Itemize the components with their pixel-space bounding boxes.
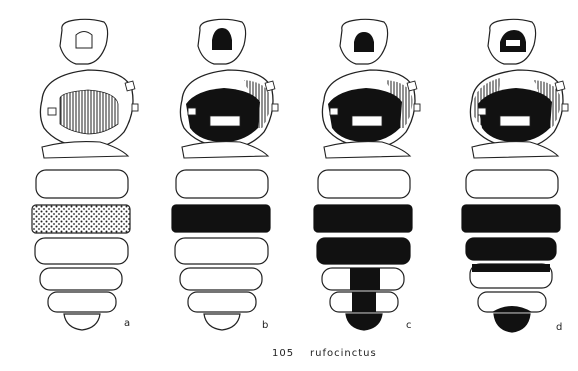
tergite-3 <box>175 238 268 264</box>
panel-c: c <box>314 19 420 331</box>
tergite-3-dark <box>466 238 556 260</box>
thorax-dark <box>478 88 552 142</box>
tergite-2-dark <box>462 205 560 232</box>
abdomen-apex <box>204 314 240 330</box>
tergite-4-dark-band <box>472 264 550 272</box>
panel-a: a <box>32 19 138 330</box>
tergite-1 <box>36 170 128 198</box>
tergite-5 <box>48 292 116 312</box>
tergite-5 <box>188 292 256 312</box>
figure-number: 105 <box>272 348 294 359</box>
abdomen-apex-dark <box>346 314 382 330</box>
tergite-1 <box>466 170 558 198</box>
tergite-2-dark <box>314 205 412 232</box>
tergite-1 <box>176 170 268 198</box>
tergite-1 <box>318 170 410 198</box>
thorax-dark <box>328 88 402 142</box>
tergite-2-dark <box>172 205 270 232</box>
tergite-3-dark <box>317 238 410 264</box>
tergite-3 <box>35 238 128 264</box>
thorax-hatch <box>60 90 118 134</box>
tergite-5-dark-center <box>352 292 376 312</box>
panel-label-b: b <box>262 320 268 331</box>
abdomen-apex-dark <box>494 314 530 332</box>
panel-label-a: a <box>124 318 130 329</box>
panel-label-c: c <box>406 320 412 331</box>
abdomen-apex <box>64 314 100 330</box>
tergite-4-dark-center <box>350 268 380 290</box>
tergite-4 <box>40 268 122 290</box>
tergite-2-stippled <box>32 205 130 233</box>
panel-d: d <box>462 19 568 333</box>
panel-b: b <box>172 19 278 331</box>
tergite-4 <box>180 268 262 290</box>
figure-species: rufocinctus <box>310 348 377 359</box>
panel-label-d: d <box>556 322 562 333</box>
thorax-dark <box>186 88 260 142</box>
